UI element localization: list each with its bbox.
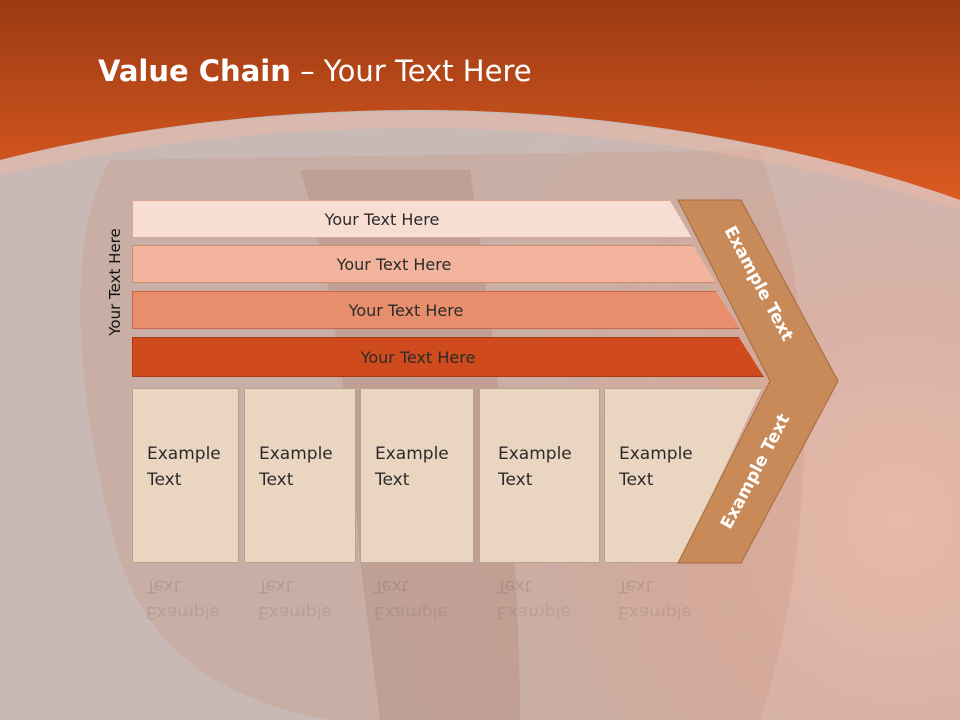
reflection-box-2: Example Text <box>244 565 356 685</box>
reflection-box-5: Example Text <box>604 565 744 685</box>
reflection-box-5-line2: Text <box>618 576 653 596</box>
activity-box-5-line2: Text <box>619 470 654 490</box>
activity-box-4-line1: Example <box>498 444 572 464</box>
slide-title: Value Chain – Your Text Here <box>98 54 532 88</box>
support-bar-2-label: Your Text Here <box>336 254 452 274</box>
activity-box-3-line2: Text <box>375 470 410 490</box>
activity-box-2-line1: Example <box>259 444 333 464</box>
reflection-box-1-line1: Example <box>146 602 220 622</box>
activity-box-1-line2: Text <box>147 470 182 490</box>
reflection-box-2-line1: Example <box>258 602 332 622</box>
reflection-box-3: Example Text <box>360 565 474 685</box>
support-bar-2: Your Text Here <box>132 245 716 283</box>
activity-box-5: Example Text <box>604 388 762 563</box>
activity-box-3: Example Text <box>360 388 474 563</box>
activity-box-3-line1: Example <box>375 444 449 464</box>
activity-box-4: Example Text <box>479 388 600 563</box>
support-bar-1-label: Your Text Here <box>324 209 440 229</box>
slide-title-bold: Value Chain <box>98 54 291 88</box>
activity-box-2: Example Text <box>244 388 356 563</box>
support-bar-1: Your Text Here <box>132 200 692 238</box>
reflection-box-4-line1: Example <box>497 602 571 622</box>
support-bar-4: Your Text Here <box>132 337 764 377</box>
activity-box-4-line2: Text <box>498 470 533 490</box>
reflection-box-2-line2: Text <box>258 576 293 596</box>
slide-title-rest: – Your Text Here <box>290 54 532 88</box>
activity-box-5-line1: Example <box>619 444 693 464</box>
support-bar-3: Your Text Here <box>132 291 740 329</box>
reflection-box-4-line2: Text <box>497 576 532 596</box>
support-bar-3-label: Your Text Here <box>348 300 464 320</box>
support-bar-4-label: Your Text Here <box>360 347 476 367</box>
reflection-box-3-line2: Text <box>374 576 409 596</box>
reflection-box-1-line2: Text <box>146 576 181 596</box>
reflection-box-1: Example Text <box>132 565 239 685</box>
reflection-box-4: Example Text <box>479 565 600 685</box>
reflection-box-3-line1: Example <box>374 602 448 622</box>
reflection-box-5-line1: Example <box>618 602 692 622</box>
activity-box-2-line2: Text <box>259 470 294 490</box>
activity-box-1-line1: Example <box>147 444 221 464</box>
side-label: Your Text Here <box>106 228 124 336</box>
activity-box-1: Example Text <box>132 388 239 563</box>
